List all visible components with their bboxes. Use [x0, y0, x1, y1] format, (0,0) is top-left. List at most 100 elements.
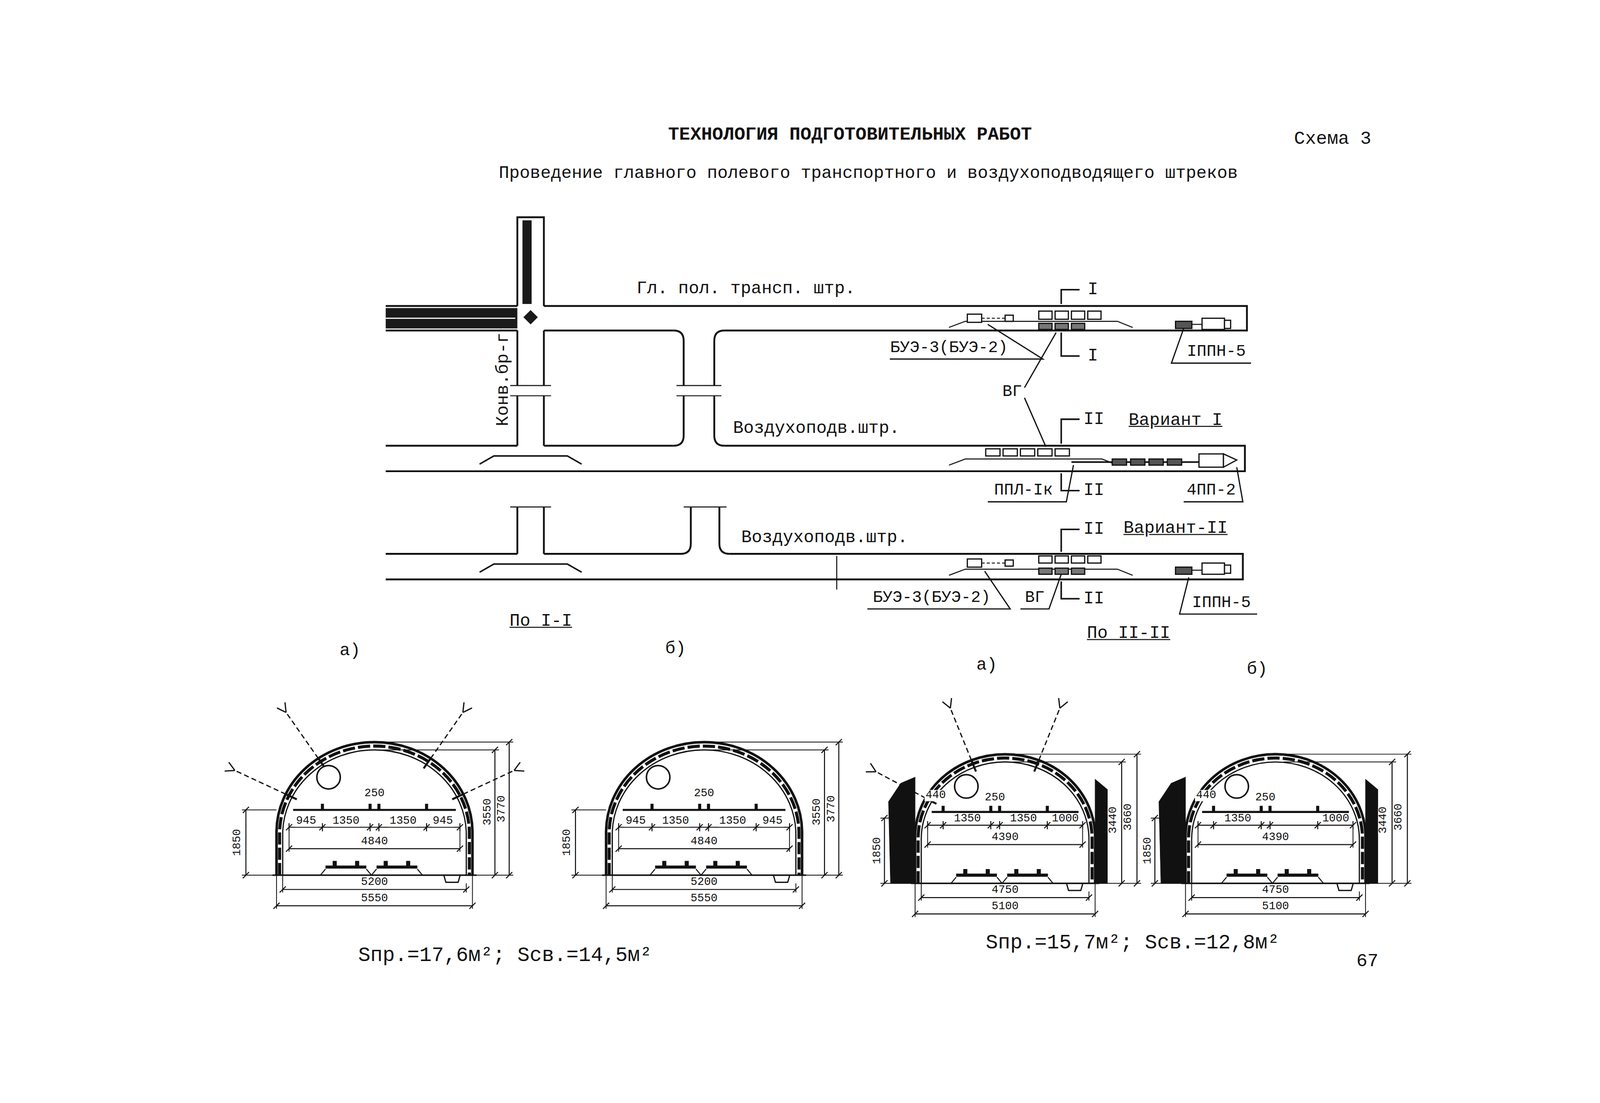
- drawing-line: [795, 883, 797, 894]
- drawing-line: [914, 883, 916, 918]
- rail-symbol: [1256, 869, 1261, 875]
- drawing-line: [714, 741, 843, 743]
- drawing-line: [272, 874, 477, 877]
- equipment-symbol: [1055, 568, 1069, 575]
- equipment-symbol: [967, 314, 982, 323]
- drawing-line: [1272, 877, 1278, 884]
- dimension: 440: [924, 790, 947, 802]
- drawing-line: [277, 708, 287, 713]
- drawing-line: [1407, 754, 1408, 884]
- drawing-line: [920, 883, 922, 902]
- drawing-line: [282, 750, 467, 876]
- drawing-line: [981, 317, 1005, 319]
- scheme-number: Схема 3: [1294, 129, 1372, 148]
- dimension: 250: [692, 788, 716, 800]
- section-mark: II: [1083, 410, 1105, 428]
- drawing-line: [471, 875, 473, 910]
- drawing-line: [385, 553, 518, 555]
- drawing-line: [838, 742, 840, 876]
- cable-hanger: [1268, 806, 1272, 813]
- dimension: 945: [624, 815, 648, 827]
- drawing-line: [1365, 883, 1366, 918]
- equipment-symbol: [1071, 568, 1085, 575]
- rail-symbol: [1014, 869, 1019, 875]
- drawing-line: [651, 823, 653, 832]
- dimension: 3550: [482, 797, 494, 827]
- drawing-line: [622, 809, 786, 811]
- section-mark: II: [1083, 482, 1105, 500]
- drawing-line: [369, 823, 371, 832]
- drawing-line: [612, 750, 797, 876]
- rail-symbol: [985, 869, 990, 875]
- equipment-symbol: [1201, 563, 1225, 575]
- equipment-symbol: [1087, 311, 1101, 320]
- pipe-symbol: [316, 765, 341, 790]
- drawing-line: [279, 746, 470, 876]
- drawing-line: [452, 794, 464, 800]
- variant-label: Вариант I: [1128, 411, 1223, 429]
- equipment-symbol: [1002, 448, 1018, 456]
- drawing-line: [1136, 754, 1138, 884]
- drawing-line: [1285, 753, 1412, 755]
- equipment-symbol: [1038, 323, 1053, 330]
- drawing-line: [618, 848, 790, 850]
- drawing-line: [1318, 877, 1324, 884]
- drawing-line: [683, 506, 727, 508]
- drawing-line: [699, 823, 701, 832]
- section-mark: I: [1087, 347, 1098, 365]
- section-mark: I: [1087, 281, 1098, 299]
- drawing-line: [773, 875, 790, 883]
- dimension: 3770: [496, 794, 508, 824]
- drawing-line: [1317, 821, 1319, 830]
- drawing-line: [1191, 883, 1193, 902]
- equipment-symbol: [1055, 323, 1069, 330]
- drawing-line: [292, 809, 456, 811]
- equipment-symbol: [1130, 459, 1145, 466]
- drawing-line: [285, 794, 298, 800]
- drawing-line: [1015, 753, 1141, 755]
- drawing-line: [543, 445, 674, 448]
- drawing-line: [516, 507, 519, 555]
- drawing-line: [241, 874, 277, 876]
- rail-symbol: [735, 861, 740, 867]
- drawing-line: [571, 809, 606, 811]
- drawing-line: [1221, 877, 1227, 884]
- drawing-line: [1391, 762, 1393, 884]
- equipment-symbol: [1167, 459, 1182, 466]
- equipment-symbol: [1071, 311, 1085, 320]
- drawing-line: [1066, 883, 1083, 891]
- view-letter: а): [339, 642, 361, 660]
- area-formula: Sпр.=17,6м²; Sсв.=14,5м²: [358, 945, 653, 967]
- drawing-line: [543, 553, 681, 555]
- dimension: 3440: [1378, 805, 1390, 835]
- dimension: 3550: [811, 797, 824, 827]
- drawing-line: [1197, 844, 1353, 846]
- dimension: 1000: [1050, 813, 1080, 825]
- drawing-line: [1185, 913, 1366, 915]
- dimension: 945: [294, 815, 318, 827]
- drawing-line: [426, 823, 427, 832]
- drawing-line: [321, 823, 323, 832]
- drawing-line: [1197, 824, 1353, 826]
- dimension: 4840: [689, 836, 719, 848]
- drawing-line: [514, 762, 521, 771]
- drawing-line: [463, 770, 515, 795]
- drawing-line: [1185, 883, 1187, 918]
- drawing-line: [1013, 761, 1126, 763]
- equipment-symbol: [1055, 448, 1070, 456]
- drawing-line: [618, 831, 619, 853]
- drawing-line: [1038, 708, 1060, 761]
- drawing-line: [880, 817, 916, 819]
- dimension: 5100: [990, 901, 1020, 913]
- drawing-line: [1171, 328, 1252, 363]
- drawing-line: [1183, 467, 1244, 502]
- drawing-line: [676, 385, 722, 387]
- equipment-symbol: [1071, 555, 1085, 563]
- cable-hanger: [425, 803, 429, 811]
- cross-section: [865, 698, 1141, 918]
- rail-symbol: [383, 861, 388, 867]
- dimension: 1350: [718, 815, 747, 827]
- drawing-line: [605, 905, 802, 907]
- drawing-line: [462, 708, 473, 713]
- drawing-line: [1260, 821, 1262, 830]
